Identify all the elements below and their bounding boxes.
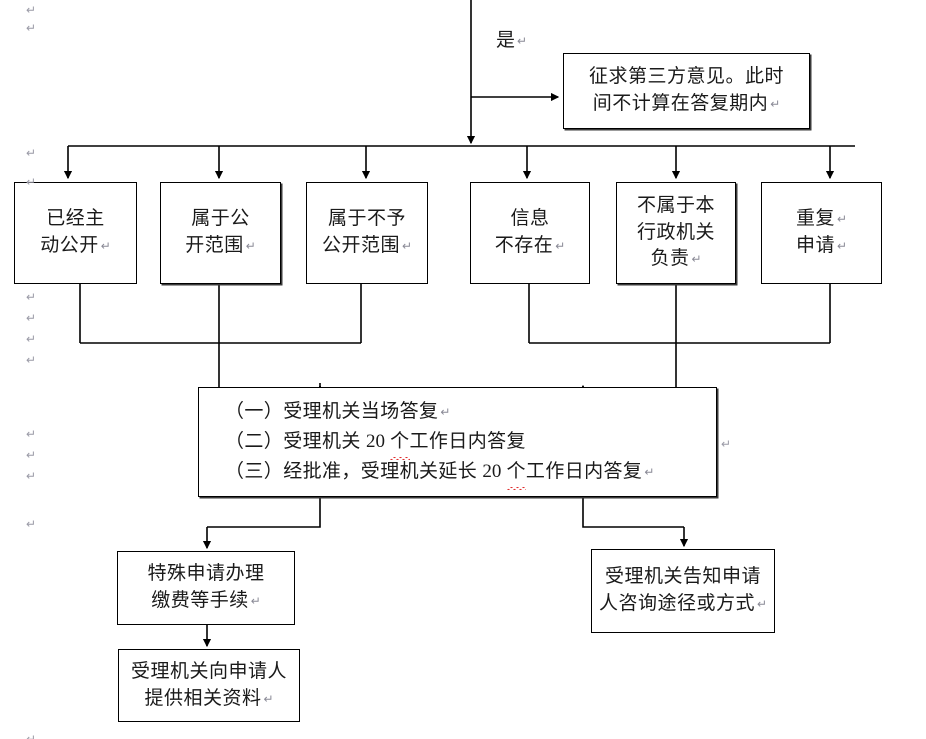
pilcrow-mark: ↵: [26, 311, 37, 325]
pilcrow-mark: ↵: [26, 448, 37, 462]
pilcrow-mark: ↵: [26, 469, 37, 483]
outcome-box-non-disclosure-scope[interactable]: 属于不予 公开范围↵: [306, 182, 428, 284]
pilcrow-mark: ↵: [836, 239, 848, 253]
pilcrow-mark: ↵: [245, 239, 256, 253]
outcome-line: 申请↵: [795, 235, 848, 256]
pilcrow-mark: ↵: [770, 97, 781, 111]
outcome-line: 不属于本: [636, 194, 715, 216]
edge-label-yes: 是↵: [496, 30, 528, 51]
edge-reply-to-special: [207, 497, 321, 528]
outcome-line: 已经主: [46, 208, 105, 230]
bottom-line: 缴费等手续↵: [151, 590, 261, 611]
pilcrow-mark: ↵: [517, 34, 528, 48]
third-party-opinion-box[interactable]: 征求第三方意见。此时 间不计算在答复期内↵: [563, 53, 810, 129]
pilcrow-mark: ↵: [26, 332, 37, 346]
pilcrow-mark: ↵: [836, 212, 848, 227]
pilcrow-mark: ↵: [401, 239, 413, 253]
pilcrow-mark: ↵: [26, 517, 37, 531]
pilcrow-mark: ↵: [26, 175, 37, 189]
bottom-line: 提供相关资料↵: [144, 687, 274, 709]
pilcrow-mark: ↵: [440, 405, 451, 419]
pilcrow-mark: ↵: [555, 239, 566, 253]
pilcrow-mark: ↵: [100, 239, 111, 253]
outcome-box-within-disclosure-scope[interactable]: 属于公 开范围↵: [160, 182, 281, 284]
pilcrow-mark: ↵: [26, 732, 37, 739]
reply-item-2: （二）受理机关 20 个工作日内答复: [225, 427, 716, 461]
outcome-line: 公开范围↵: [321, 235, 413, 256]
reply-item-2-days: 20: [365, 431, 385, 453]
outcome-line: 行政机关: [636, 221, 715, 243]
pilcrow-mark: ↵: [691, 252, 702, 267]
reply-item-1: （一）受理机关当场答复↵: [225, 401, 451, 422]
outcome-line: 信息: [510, 208, 550, 230]
bottom-line: 受理机关向申请人: [130, 660, 287, 682]
pilcrow-mark: ↵: [644, 465, 655, 480]
reply-deadline-box[interactable]: （一）受理机关当场答复↵ （二）受理机关 20 个工作日内答复 （三）经批准，受…: [198, 387, 717, 497]
pilcrow-mark: ↵: [250, 594, 261, 608]
special-application-fee-box[interactable]: 特殊申请办理 缴费等手续↵: [117, 551, 295, 625]
agency-informs-channel-box[interactable]: 受理机关告知申请 人咨询途径或方式↵: [591, 549, 775, 633]
third-party-line-1: 征求第三方意见。此时: [588, 66, 784, 88]
outcome-box-information-not-exist[interactable]: 信息 不存在↵: [470, 182, 590, 284]
pilcrow-mark: ↵: [263, 691, 274, 706]
bottom-line: 受理机关告知申请: [604, 566, 761, 588]
third-party-line-2: 间不计算在答复期内↵: [592, 93, 781, 114]
pilcrow-mark: ↵: [26, 21, 37, 35]
outcome-line: 动公开↵: [40, 235, 111, 256]
pilcrow-mark: ↵: [26, 146, 37, 160]
reply-item-3-days: 20: [482, 461, 502, 483]
outcome-box-duplicate-application[interactable]: 重复↵ 申请↵: [761, 182, 882, 284]
edge-reply-to-inform: [582, 497, 684, 528]
pilcrow-mark: ↵: [26, 427, 37, 441]
outcome-line: 属于不予: [327, 208, 406, 230]
pilcrow-mark: ↵: [721, 437, 732, 451]
outcome-box-already-disclosed[interactable]: 已经主 动公开↵: [14, 182, 137, 284]
bottom-line: 特殊申请办理: [147, 563, 265, 585]
agency-provides-materials-box[interactable]: 受理机关向申请人 提供相关资料↵: [118, 649, 300, 722]
pilcrow-mark: ↵: [26, 353, 37, 367]
pilcrow-mark: ↵: [26, 3, 37, 17]
bottom-line: 人咨询途径或方式↵: [598, 593, 768, 614]
outcome-box-not-this-agency[interactable]: 不属于本 行政机关 负责↵: [616, 182, 736, 284]
outcome-line: 负责↵: [650, 248, 702, 270]
reply-item-3: （三）经批准，受理机关延长 20 个工作日内答复↵: [225, 457, 716, 491]
outcome-line: 属于公: [191, 208, 250, 230]
pilcrow-mark: ↵: [756, 597, 768, 611]
outcome-line: 重复↵: [795, 208, 848, 230]
outcome-line: 开范围↵: [185, 235, 256, 256]
pilcrow-mark: ↵: [26, 290, 37, 304]
outcome-line: 不存在↵: [494, 235, 566, 256]
spellcheck-underline: 个: [390, 427, 410, 461]
spellcheck-underline: 个: [506, 457, 527, 491]
